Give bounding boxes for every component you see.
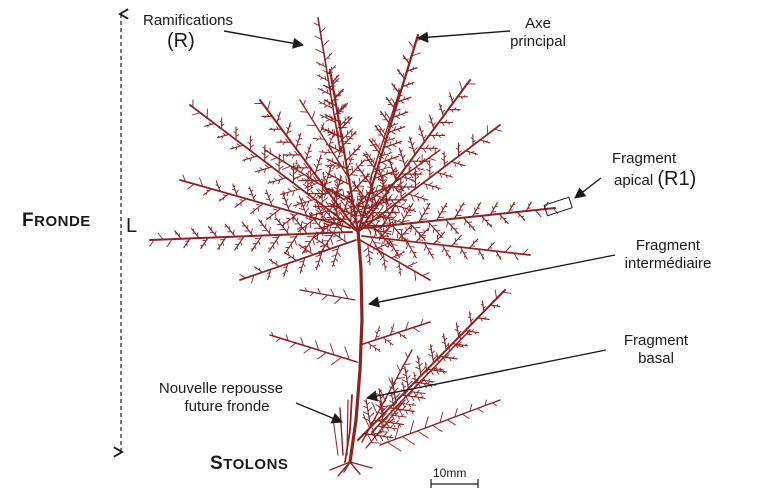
fragment-basal-line2: basal [596,350,716,368]
fragment-intermediaire-arrow [369,255,615,304]
nouvelle-repousse-line2: future fronde [126,398,316,416]
nouvelle-repousse-line1: Nouvelle repousse [126,380,316,398]
label-fragment-basal: Fragment basal [596,332,716,368]
ramifications-text: Ramifications [143,12,273,30]
stolons-rest: TOLONS [223,456,288,473]
fronde-word: FRONDE [22,213,91,230]
apical-fragment-box [544,197,572,215]
label-length-symbol: L [126,215,137,237]
label-nouvelle-repousse: Nouvelle repousse future fronde [126,380,316,416]
label-fronde: FRONDE [22,212,91,231]
apical-code: (R1) [657,168,696,190]
axe-text: Axe [488,15,588,33]
label-ramifications: Ramifications (R) [143,12,273,52]
label-stolons: STOLONS [210,455,288,474]
stolons-first-letter: S [210,453,223,474]
fragment-apical-line1: Fragment [604,150,754,168]
label-axe-principal: Axe principal [488,15,588,51]
principal-text: principal [488,33,588,51]
fragment-apical-arrow [575,178,601,198]
fragment-intermediaire-line2: intermédiaire [598,255,738,273]
stolons-word: STOLONS [210,456,288,473]
fragment-basal-line1: Fragment [596,332,716,350]
apical-text: apical [614,172,653,189]
fragment-apical-line2: apical (R1) [604,168,754,190]
label-fragment-intermediaire: Fragment intermédiaire [598,237,738,273]
label-scale-bar: 10mm [433,467,466,480]
fronde-rest: RONDE [34,213,91,230]
label-fragment-apical: Fragment apical (R1) [604,150,754,190]
fragment-intermediaire-line1: Fragment [598,237,738,255]
ramifications-code: (R) [143,30,273,52]
fronde-first-letter: F [22,210,34,231]
